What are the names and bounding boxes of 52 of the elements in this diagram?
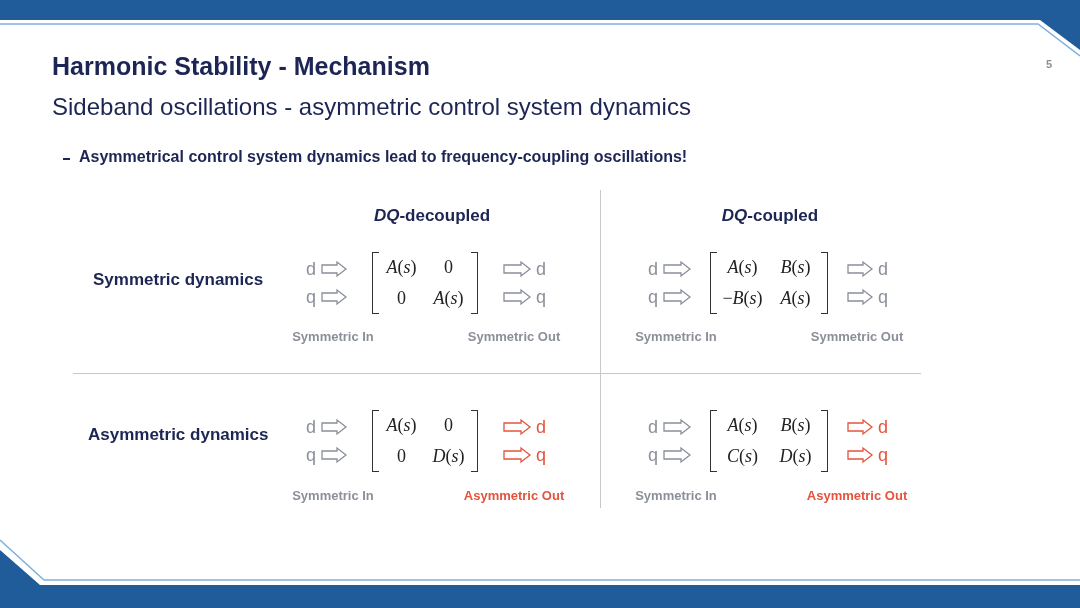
hollow-arrow [503, 260, 532, 278]
hollow-arrow [663, 260, 692, 278]
signal-name: q [644, 286, 662, 308]
hollow-arrow [847, 288, 874, 306]
signal-name: d [874, 416, 892, 438]
signal-caption: Symmetric Out [810, 329, 904, 344]
hollow-arrow [321, 260, 348, 278]
hollow-arrow [503, 418, 532, 436]
signal-name: q [874, 444, 892, 466]
hollow-arrow [503, 446, 532, 464]
signal-name: q [644, 444, 662, 466]
signal-name: d [874, 258, 892, 280]
signal-name: d [302, 416, 320, 438]
signal-name: d [644, 416, 662, 438]
signal-caption: Symmetric In [292, 488, 374, 503]
signal-name: d [532, 258, 550, 280]
signal-caption: Asymmetric Out [463, 488, 565, 503]
bullet-text: Asymmetrical control system dynamics lead to frequency-coupling oscillations! [79, 148, 688, 166]
transfer-matrix: A(s) 0 0 D(s) [372, 410, 478, 472]
signal-caption: Asymmetric Out [806, 488, 908, 503]
signal-caption: Symmetric In [292, 329, 374, 344]
signal-name: q [302, 444, 320, 466]
page-number: 5 [1046, 58, 1053, 70]
column-header: DQ-decoupled [373, 206, 491, 226]
hollow-arrow [663, 418, 692, 436]
hollow-arrow [503, 288, 532, 306]
row-label: Asymmetric dynamics [88, 425, 269, 445]
hollow-arrow [321, 446, 348, 464]
signal-name: q [874, 286, 892, 308]
hollow-arrow [847, 260, 874, 278]
signal-name: d [644, 258, 662, 280]
signal-name: d [532, 416, 550, 438]
signal-caption: Symmetric In [635, 488, 717, 503]
transfer-matrix: A(s) B(s) C(s) D(s) [710, 410, 828, 472]
transfer-matrix: A(s) B(s) −B(s) A(s) [710, 252, 828, 314]
hollow-arrow [847, 446, 874, 464]
signal-name: q [302, 286, 320, 308]
transfer-matrix: A(s) 0 0 A(s) [372, 252, 478, 314]
hollow-arrow [321, 288, 348, 306]
signal-name: d [302, 258, 320, 280]
hollow-arrow [663, 446, 692, 464]
signal-name: q [532, 444, 550, 466]
hollow-arrow [847, 418, 874, 436]
signal-caption: Symmetric In [635, 329, 717, 344]
slide-subtitle: Sideband oscillations - asymmetric control system dynamics [52, 93, 691, 121]
signal-name: q [532, 286, 550, 308]
hollow-arrow [321, 418, 348, 436]
signal-caption: Symmetric Out [467, 329, 561, 344]
row-label: Symmetric dynamics [93, 270, 264, 290]
slide-title: Harmonic Stability - Mechanism [52, 52, 430, 81]
hollow-arrow [663, 288, 692, 306]
column-header: DQ-coupled [721, 206, 819, 226]
